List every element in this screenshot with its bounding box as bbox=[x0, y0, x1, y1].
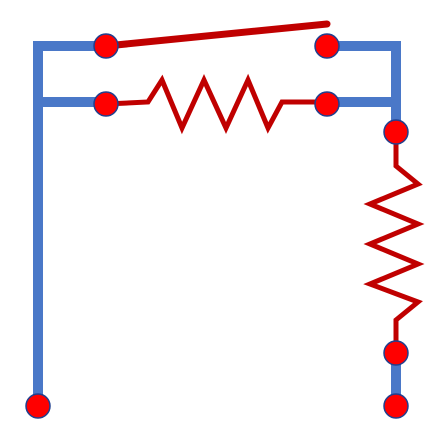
wires bbox=[33, 41, 401, 406]
resistor-right bbox=[363, 129, 425, 356]
terminal-right bbox=[383, 393, 409, 419]
node-resistor-right-top bbox=[383, 119, 409, 145]
wire-left bbox=[33, 41, 106, 406]
node-resistor-top-right bbox=[314, 91, 340, 117]
components bbox=[102, 20, 425, 356]
node-switch-left bbox=[93, 33, 119, 59]
nodes bbox=[25, 33, 409, 419]
open-switch bbox=[102, 20, 331, 50]
wire-right-top bbox=[327, 41, 401, 132]
node-resistor-right-bottom bbox=[383, 340, 409, 366]
node-switch-right bbox=[314, 33, 340, 59]
resistor-top bbox=[103, 73, 330, 135]
terminal-left bbox=[25, 393, 51, 419]
node-resistor-top-left bbox=[93, 91, 119, 117]
